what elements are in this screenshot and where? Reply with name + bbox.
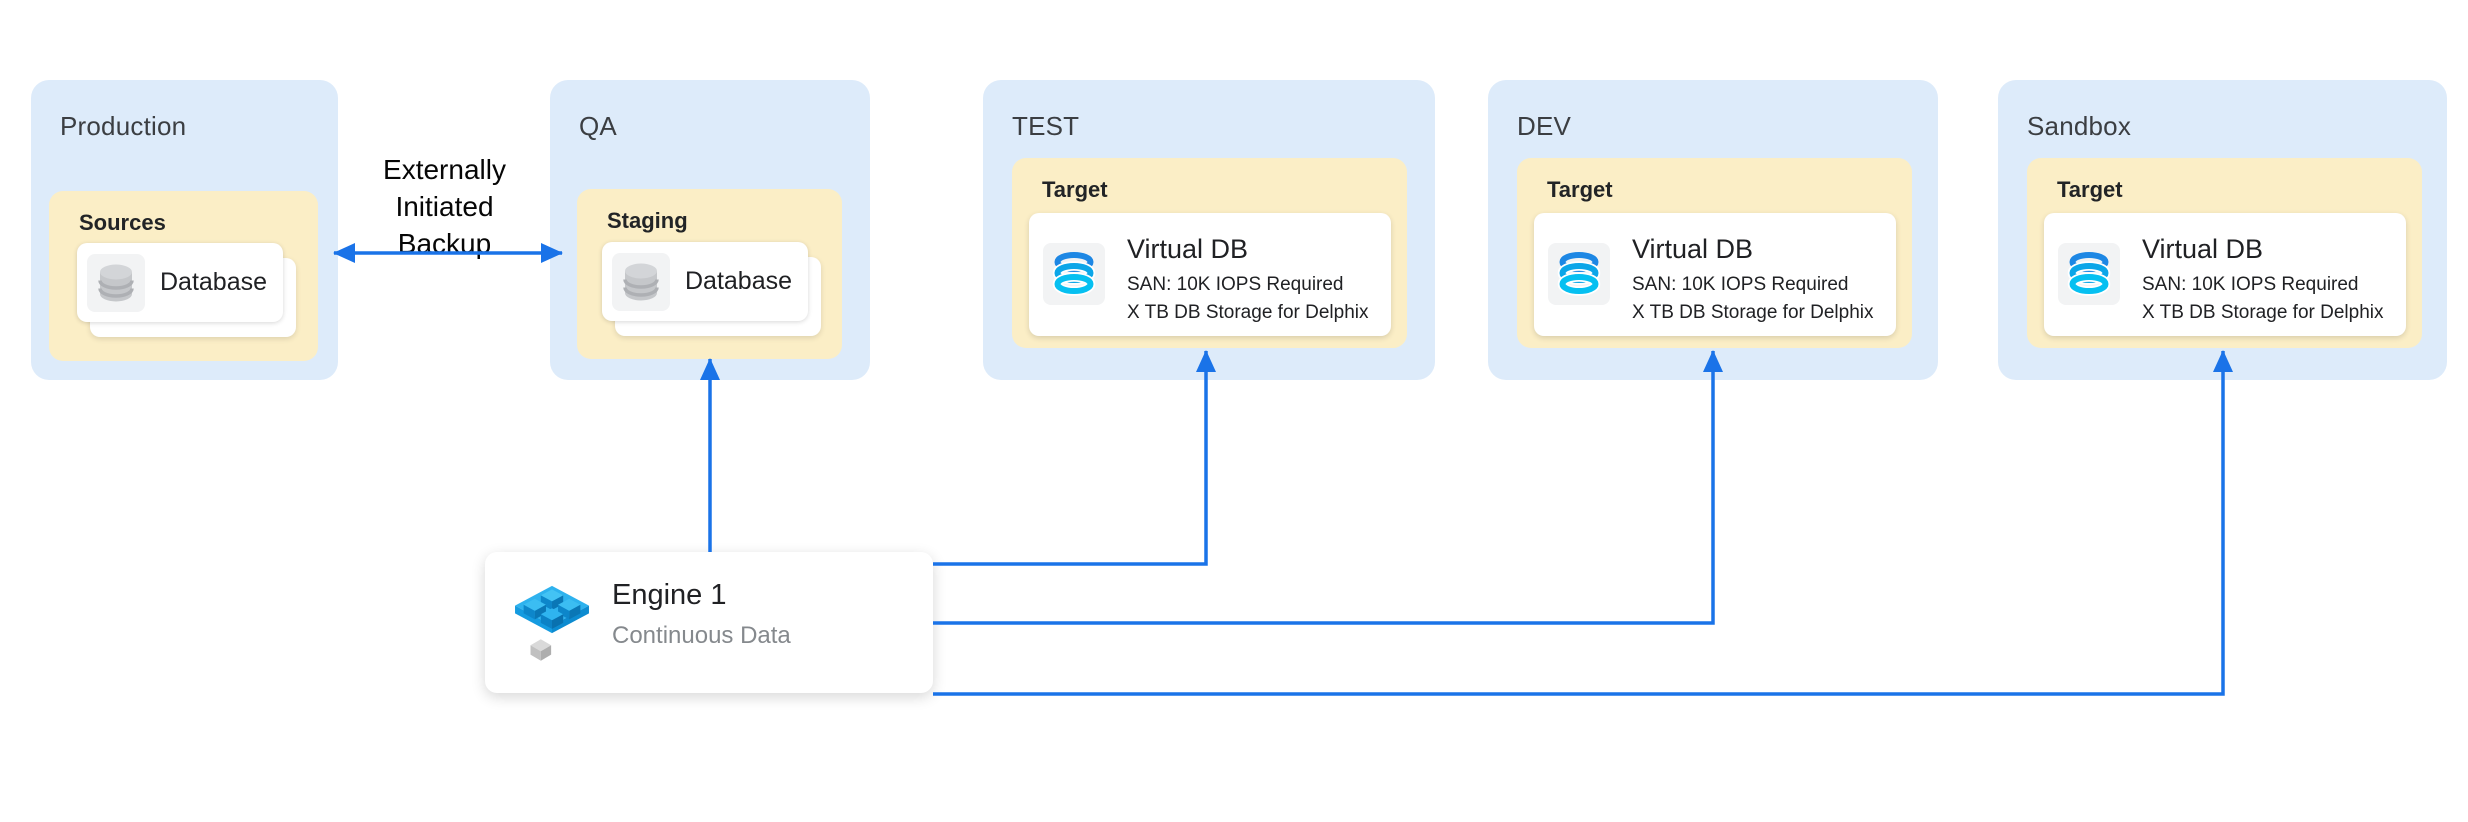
database-card-front: Database bbox=[602, 242, 808, 321]
environment-qa: QA Staging Database bbox=[550, 80, 870, 380]
virtual-db-card: Virtual DB SAN: 10K IOPS Required X TB D… bbox=[2044, 213, 2406, 336]
virtual-db-icon bbox=[1043, 243, 1105, 305]
database-icon bbox=[612, 252, 670, 311]
connector-engine-to-dev bbox=[933, 350, 1723, 625]
environment-dev: DEV Target Virtual DB SAN: 10K IOPS Requ… bbox=[1488, 80, 1938, 380]
environment-title: Production bbox=[60, 111, 187, 141]
database-card: Database bbox=[77, 243, 296, 337]
virtual-db-title: Virtual DB bbox=[1632, 234, 1754, 264]
virtual-db-spec-line: X TB DB Storage for Delphix bbox=[2142, 302, 2384, 323]
environment-title: QA bbox=[579, 111, 617, 141]
virtual-db-spec-line: X TB DB Storage for Delphix bbox=[1127, 302, 1369, 323]
zone-sources: Sources Database bbox=[49, 191, 318, 361]
database-card-label: Database bbox=[160, 268, 268, 296]
environment-test: TEST Target Virtual DB SAN: 10K IOPS Req… bbox=[983, 80, 1435, 380]
environment-production: Production Sources Database bbox=[31, 80, 338, 380]
virtual-db-spec-line: X TB DB Storage for Delphix bbox=[1632, 302, 1874, 323]
zone-label: Target bbox=[2057, 177, 2123, 202]
virtual-db-icon bbox=[2058, 243, 2120, 305]
backup-flow-label: Externally Initiated Backup bbox=[383, 154, 506, 259]
zone-label: Target bbox=[1547, 177, 1613, 202]
virtual-db-title: Virtual DB bbox=[1127, 234, 1249, 264]
virtual-db-card: Virtual DB SAN: 10K IOPS Required X TB D… bbox=[1534, 213, 1896, 336]
zone-target: Target Virtual DB SAN: 10K IOPS Required… bbox=[2027, 158, 2422, 348]
environment-title: DEV bbox=[1517, 111, 1572, 141]
database-card: Database bbox=[602, 242, 821, 336]
virtual-db-spec-line: SAN: 10K IOPS Required bbox=[1127, 274, 1344, 295]
database-icon bbox=[87, 253, 145, 312]
engine-product-label: Continuous Data bbox=[612, 622, 791, 649]
engine-name: Engine 1 bbox=[612, 579, 727, 611]
database-card-label: Database bbox=[685, 267, 793, 295]
virtual-db-icon bbox=[1548, 243, 1610, 305]
environment-title: TEST bbox=[1012, 111, 1080, 141]
virtual-db-spec-line: SAN: 10K IOPS Required bbox=[1632, 274, 1849, 295]
connector-engine-to-sandbox bbox=[933, 350, 2233, 696]
virtual-db-title: Virtual DB bbox=[2142, 234, 2264, 264]
virtual-db-spec-line: SAN: 10K IOPS Required bbox=[2142, 274, 2359, 295]
environment-sandbox: Sandbox Target Virtual DB SAN: 10K IOPS … bbox=[1998, 80, 2447, 380]
engine-card: Engine 1 Continuous Data bbox=[485, 552, 933, 693]
connector-engine-to-test bbox=[933, 350, 1216, 566]
zone-target: Target Virtual DB SAN: 10K IOPS Required… bbox=[1012, 158, 1407, 348]
environment-title: Sandbox bbox=[2027, 111, 2132, 141]
virtual-db-card: Virtual DB SAN: 10K IOPS Required X TB D… bbox=[1029, 213, 1391, 336]
engine-icon bbox=[515, 585, 589, 661]
zone-staging: Staging Database bbox=[577, 189, 842, 359]
zone-label: Target bbox=[1042, 177, 1108, 202]
database-card-front: Database bbox=[77, 243, 283, 322]
zone-label: Staging bbox=[607, 208, 688, 233]
zone-target: Target Virtual DB SAN: 10K IOPS Required… bbox=[1517, 158, 1912, 348]
zone-label: Sources bbox=[79, 210, 166, 235]
